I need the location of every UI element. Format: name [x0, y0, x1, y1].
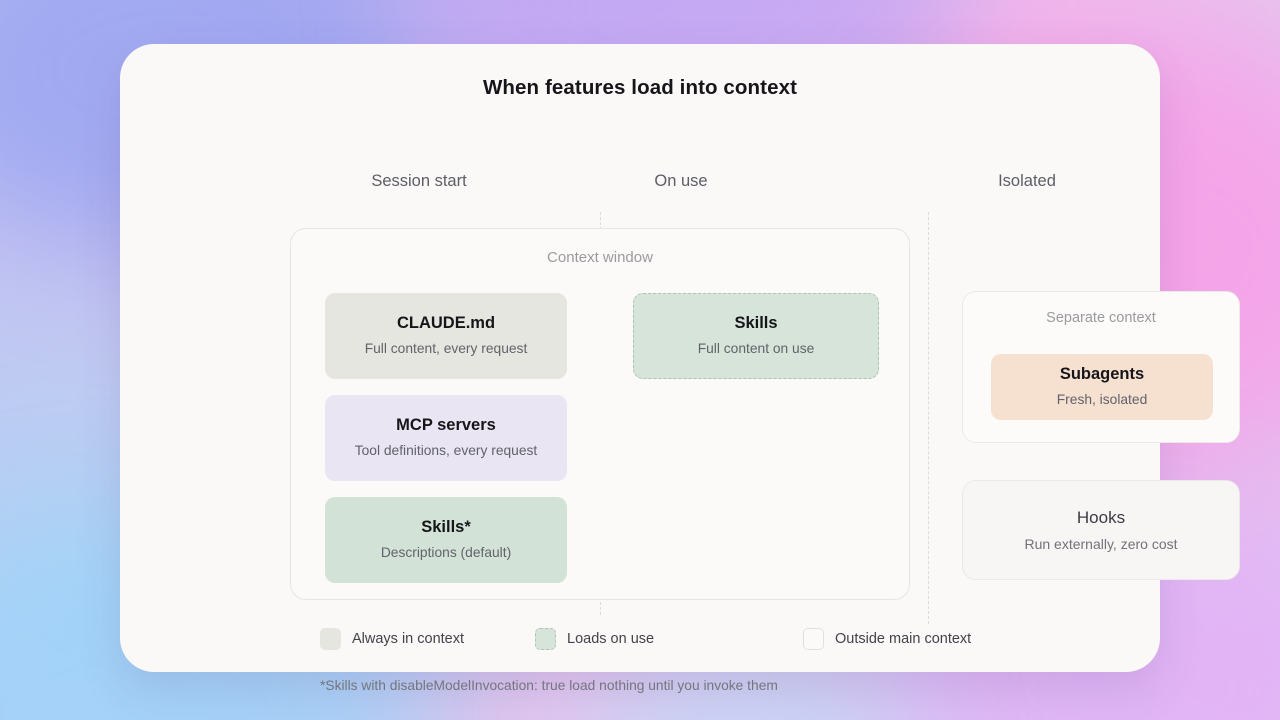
feature-box-mcp-servers[interactable]: MCP servers Tool definitions, every requ… [325, 395, 567, 481]
feature-title: Hooks [1076, 508, 1126, 527]
column-divider-middle-bottom [600, 597, 601, 615]
column-headers: Session start On use Isolated [166, 172, 1114, 206]
feature-title: CLAUDE.md [396, 314, 496, 333]
feature-subtitle: Tool definitions, every request [354, 443, 538, 459]
feature-title: Subagents [1059, 365, 1145, 384]
separate-context-label: Separate context [1046, 310, 1156, 326]
legend-label: Always in context [352, 631, 465, 647]
column-divider-right [928, 212, 929, 624]
column-header-session-start: Session start [371, 172, 467, 190]
legend-swatch-on-use-icon [535, 628, 556, 650]
column-divider-middle-top [600, 212, 601, 230]
column-header-isolated: Isolated [998, 172, 1056, 190]
feature-box-subagents[interactable]: Subagents Fresh, isolated [991, 354, 1213, 420]
feature-title: Skills* [421, 518, 471, 537]
legend-item-outside-main-context: Outside main context [803, 628, 971, 650]
feature-title: MCP servers [396, 416, 496, 435]
footnote: *Skills with disableModelInvocation: tru… [320, 678, 778, 693]
feature-box-hooks[interactable]: Hooks Run externally, zero cost [962, 480, 1240, 580]
legend-item-loads-on-use: Loads on use [535, 628, 654, 650]
legend-swatch-outside-icon [803, 628, 824, 650]
feature-subtitle: Full content on use [697, 341, 815, 357]
feature-subtitle: Full content, every request [364, 341, 528, 357]
feature-box-skills-default[interactable]: Skills* Descriptions (default) [325, 497, 567, 583]
page-title: When features load into context [482, 76, 798, 99]
separate-context-panel: Separate context Subagents Fresh, isolat… [962, 291, 1240, 443]
context-window-panel: Context window CLAUDE.md Full content, e… [290, 228, 910, 600]
feature-subtitle: Descriptions (default) [380, 545, 512, 561]
diagram-card: When features load into context Session … [120, 44, 1240, 693]
legend-swatch-always-icon [320, 628, 341, 650]
legend-label: Loads on use [567, 631, 655, 647]
column-header-on-use: On use [654, 172, 708, 190]
feature-subtitle: Run externally, zero cost [1024, 536, 1178, 552]
feature-subtitle: Fresh, isolated [1056, 392, 1148, 408]
legend-item-always-in-context: Always in context [320, 628, 464, 650]
feature-box-claude-md[interactable]: CLAUDE.md Full content, every request [325, 293, 567, 379]
feature-title: Skills [734, 314, 778, 333]
feature-box-skills-on-use[interactable]: Skills Full content on use [633, 293, 879, 379]
context-window-label: Context window [547, 249, 653, 266]
legend-label: Outside main context [835, 631, 972, 647]
